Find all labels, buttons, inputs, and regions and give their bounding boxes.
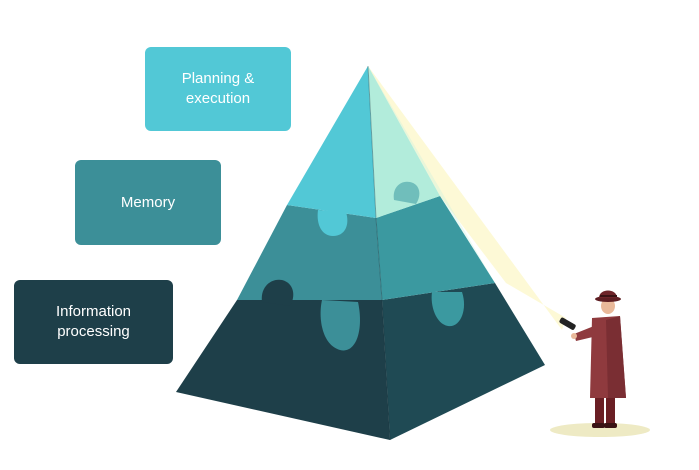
label-memory: Memory: [75, 160, 221, 245]
pyramid-middle-left-face: [237, 205, 382, 300]
puzzle-tab-top-right: [393, 181, 420, 204]
label-planning-execution-text: Planning & execution: [181, 70, 255, 107]
pyramid-top-right-face: [368, 66, 440, 218]
label-memory-text: Memory: [120, 193, 176, 211]
puzzle-tab-middle-left: [261, 279, 294, 306]
pyramid-light-overlay: [368, 66, 495, 283]
puzzle-tab-middle-center: [320, 300, 360, 351]
puzzle-tab-top: [317, 210, 348, 236]
detective-with-flashlight-icon: [550, 290, 650, 437]
pyramid-top-left-face: [287, 66, 376, 218]
detective-shadow: [550, 423, 650, 437]
pyramid-bottom-right-face: [382, 283, 545, 440]
pyramid-middle-right-face: [376, 196, 495, 300]
label-information-processing-text: Information processing: [55, 303, 132, 340]
label-planning-execution: Planning & execution: [145, 47, 291, 131]
pyramid-seam-vertical: [367, 65, 391, 441]
label-information-processing: Information processing: [14, 280, 173, 364]
puzzle-tab-middle-right: [431, 292, 465, 327]
